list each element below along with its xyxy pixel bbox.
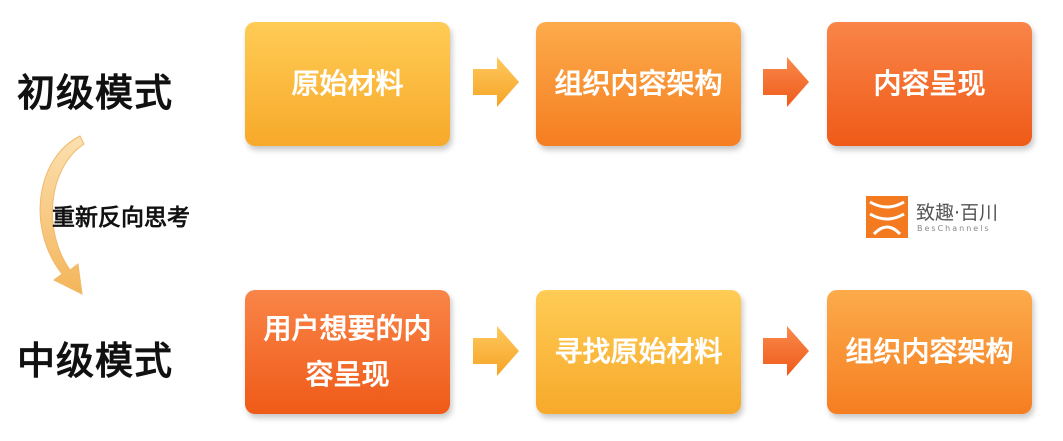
logo-name: 致趣·百川 bbox=[916, 202, 999, 224]
step-user-desired-presentation: 用户想要的内容呈现 bbox=[245, 290, 450, 414]
arrow-right-icon bbox=[473, 57, 519, 107]
step-raw-material: 原始材料 bbox=[245, 22, 450, 146]
logo-subtitle: BesChannels bbox=[917, 224, 991, 233]
step-organize-structure-2: 组织内容架构 bbox=[827, 290, 1032, 414]
mode-label-beginner: 初级模式 bbox=[17, 71, 174, 115]
curved-arrow-icon bbox=[39, 135, 85, 295]
step-organize-structure: 组织内容架构 bbox=[536, 22, 741, 146]
reverse-thinking-label: 重新反向思考 bbox=[52, 205, 190, 231]
step-find-raw-material: 寻找原始材料 bbox=[536, 290, 741, 414]
arrow-right-icon bbox=[473, 326, 519, 376]
arrow-right-icon bbox=[763, 326, 809, 376]
arrow-right-icon bbox=[763, 57, 809, 107]
step-content-presentation: 内容呈现 bbox=[827, 22, 1032, 146]
mode-label-intermediate: 中级模式 bbox=[17, 339, 174, 383]
logo-mark-icon bbox=[866, 196, 908, 238]
